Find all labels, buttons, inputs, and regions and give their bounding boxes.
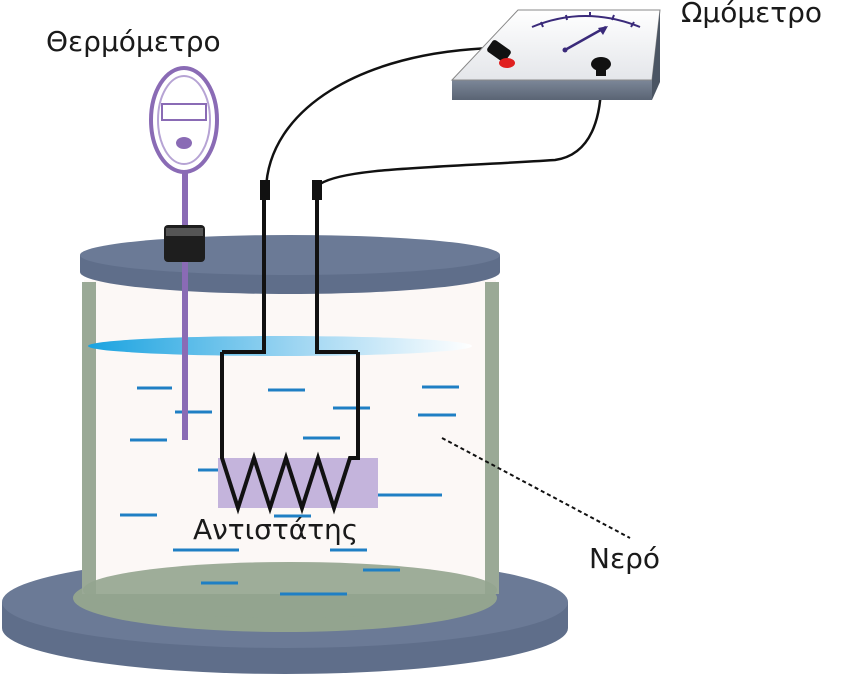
glass-container (82, 280, 499, 618)
container-lid (80, 235, 500, 294)
probe-plug-black (591, 57, 611, 76)
water-leader-line (441, 437, 631, 539)
water-surface (88, 336, 472, 356)
probe-plug-red (487, 40, 515, 68)
meter-needle (564, 25, 607, 52)
thermometer-label: Θερμόμετρο (46, 25, 221, 58)
resistor (218, 352, 378, 515)
thermometer (149, 66, 219, 440)
circuit-wires (222, 46, 603, 354)
water-label: Νερό (589, 542, 660, 575)
resistor-label: Αντιστάτης (193, 513, 358, 546)
ohmmeter-label: Ωμόμετρο (681, 0, 822, 29)
ohmmeter (450, 9, 661, 100)
